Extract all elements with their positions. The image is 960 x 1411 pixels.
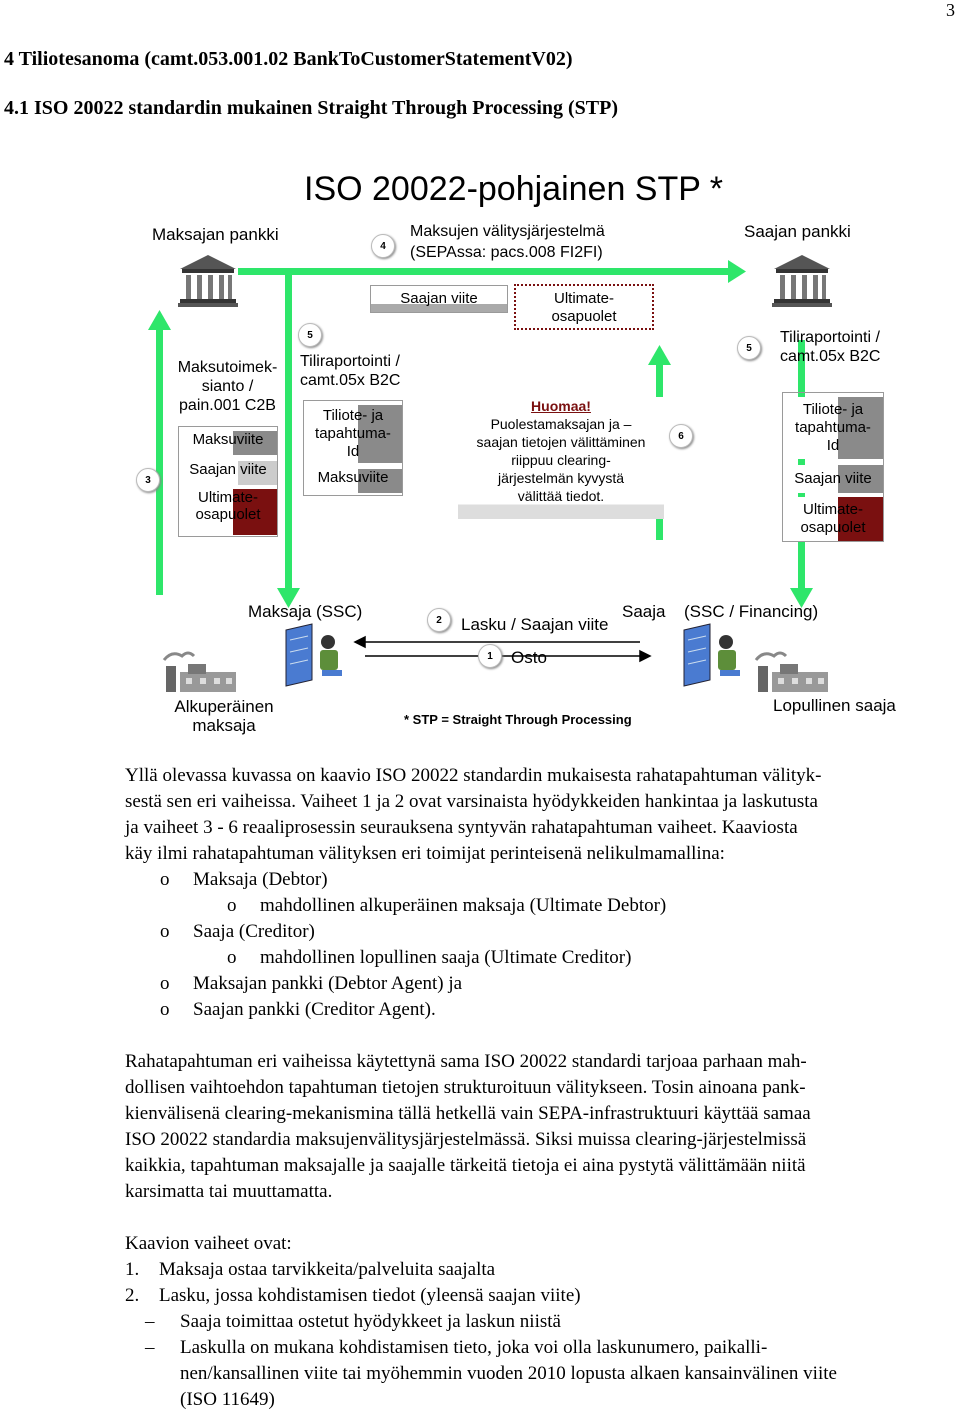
step-6-badge: 6	[669, 424, 693, 448]
paragraph-1-line: Yllä olevassa kuvassa on kaavio ISO 2002…	[125, 765, 822, 786]
stp-footnote: * STP = Straight Through Processing	[404, 712, 632, 727]
payee-bank-icon	[772, 255, 832, 307]
payee-label: Saaja	[622, 602, 666, 621]
stp-diagram: ISO 20022-pohjainen STP * Maksajan pankk…	[0, 160, 960, 750]
ultimate-creditor-label: Lopullinen saaja	[773, 696, 896, 715]
maksuviite-field: Maksuviite	[304, 469, 402, 493]
bullet-marker: o	[160, 869, 170, 890]
maksuviite-field: Maksuviite	[179, 431, 277, 455]
statement-id-field: Tiliote- ja tapahtuma- Id	[783, 397, 883, 459]
paragraph-1-line: käy ilmi rahatapahtuman välityksen eri t…	[125, 843, 725, 864]
creditor-statement-box: Tiliote- ja tapahtuma- Id Saajan viite U…	[782, 392, 884, 542]
ultimate-parties-field: Ultimate- osapuolet	[783, 497, 883, 541]
payee-bank-label: Saajan pankki	[744, 222, 851, 241]
step-number: 2.	[125, 1285, 140, 1306]
invoice-label: Lasku / Saajan viite	[461, 615, 609, 634]
bullet-item: Saaja (Creditor)	[193, 921, 315, 942]
bullet-marker: o	[160, 999, 170, 1020]
factory-icon	[162, 651, 236, 692]
diagram-title: ISO 20022-pohjainen STP *	[304, 170, 723, 208]
step-4-badge: 4	[371, 234, 395, 258]
note-box: Huomaa! Puolestamaksajan ja – saajan tie…	[458, 397, 664, 519]
bullet-subitem: mahdollinen lopullinen saaja (Ultimate C…	[260, 947, 632, 968]
bullet-subitem: mahdollinen alkuperäinen maksaja (Ultima…	[260, 895, 667, 916]
saajan-viite-field: Saajan viite	[783, 465, 883, 493]
saajan-viite-field: Saajan viite	[179, 461, 277, 485]
payee-ssc-label: (SSC / Financing)	[684, 602, 819, 621]
step-1-badge: 1	[478, 644, 502, 668]
bullet-marker: o	[160, 921, 170, 942]
ultimate-parties-field: Ultimate- osapuolet	[179, 489, 277, 535]
center-saajan-viite: Saajan viite	[370, 285, 508, 313]
factory-icon	[754, 651, 828, 692]
payer-bank-label: Maksajan pankki	[152, 225, 279, 244]
dash-item-continued: nen/kansallinen viite tai myöhemmin vuod…	[180, 1363, 837, 1384]
dash-item: Saaja toimittaa ostetut hyödykkeet ja la…	[180, 1311, 561, 1332]
bullet-marker: o	[227, 895, 237, 916]
step-item: Maksaja ostaa tarvikkeita/palveluita saa…	[159, 1259, 496, 1280]
debtor-report-label: Tiliraportointi / camt.05x B2C	[300, 353, 401, 389]
step-number: 1.	[125, 1259, 140, 1280]
dash-item: Laskulla on mukana kohdistamisen tieto, …	[180, 1337, 768, 1358]
paragraph-2-line: dollisen vaihtoehdon tapahtuman tietojen…	[125, 1077, 806, 1098]
paragraph-2-line: kaikkia, tapahtuman maksajalle ja saajal…	[125, 1155, 806, 1176]
step-5-badge-debtor: 5	[298, 323, 322, 347]
paragraph-2-line: ISO 20022 standardia maksujenvälitysjärj…	[125, 1129, 807, 1150]
office-workers-icon	[683, 623, 740, 687]
paragraph-2-line: Rahatapahtuman eri vaiheissa käytettynä …	[125, 1051, 807, 1072]
step-2-badge: 2	[427, 608, 451, 632]
ultimate-debtor-label: Alkuperäinen maksaja	[174, 697, 274, 735]
step-5-badge-creditor: 5	[737, 336, 761, 360]
paragraph-1-line: ja vaiheet 3 - 6 reaaliprosessin seurauk…	[125, 817, 798, 838]
office-workers-icon	[285, 623, 342, 687]
bullet-marker: o	[227, 947, 237, 968]
note-title: Huomaa!	[531, 398, 591, 414]
paragraph-2-line: kienvälisenä clearing-mekanismina tällä …	[125, 1103, 811, 1124]
bullet-item: Maksajan pankki (Debtor Agent) ja	[193, 973, 463, 994]
payment-initiation-label: Maksutoimek- sianto / pain.001 C2B	[177, 359, 278, 414]
statement-id-field: Tiliote- ja tapahtuma- Id	[304, 405, 402, 463]
payer-label: Maksaja (SSC)	[248, 602, 363, 621]
dash-item-continued: (ISO 11649)	[180, 1389, 275, 1410]
payment-initiation-box: Maksuviite Saajan viite Ultimate- osapuo…	[178, 426, 278, 537]
bullet-marker: o	[160, 973, 170, 994]
step-item: Lasku, jossa kohdistamisen tiedot (yleen…	[159, 1285, 581, 1306]
bullet-item: Saajan pankki (Creditor Agent).	[193, 999, 436, 1020]
dash-marker: –	[145, 1311, 155, 1332]
creditor-report-label: Tiliraportointi / camt.05x B2C	[780, 329, 881, 365]
center-ultimate-parties: Ultimate- osapuolet	[514, 284, 654, 330]
subsection-heading: 4.1 ISO 20022 standardin mukainen Straig…	[4, 97, 619, 119]
page-number: 3	[946, 0, 955, 20]
clearing-system-line2: (SEPAssa: pacs.008 FI2FI)	[410, 244, 603, 261]
paragraph-2-line: karsimatta tai muuttamatta.	[125, 1181, 333, 1202]
payer-bank-icon	[178, 255, 238, 307]
debtor-statement-box: Tiliote- ja tapahtuma- Id Maksuviite	[303, 400, 403, 496]
purchase-label: Osto	[511, 648, 547, 667]
section-heading: 4 Tiliotesanoma (camt.053.001.02 BankToC…	[4, 48, 573, 70]
dash-marker: –	[145, 1337, 155, 1358]
paragraph-1-line: sestä sen eri vaiheissa. Vaiheet 1 ja 2 …	[125, 791, 818, 812]
bullet-item: Maksaja (Debtor)	[193, 869, 328, 890]
step-3-badge: 3	[136, 468, 160, 492]
clearing-system-line1: Maksujen välitysjärjestelmä	[410, 223, 605, 240]
steps-title: Kaavion vaiheet ovat:	[125, 1233, 292, 1254]
